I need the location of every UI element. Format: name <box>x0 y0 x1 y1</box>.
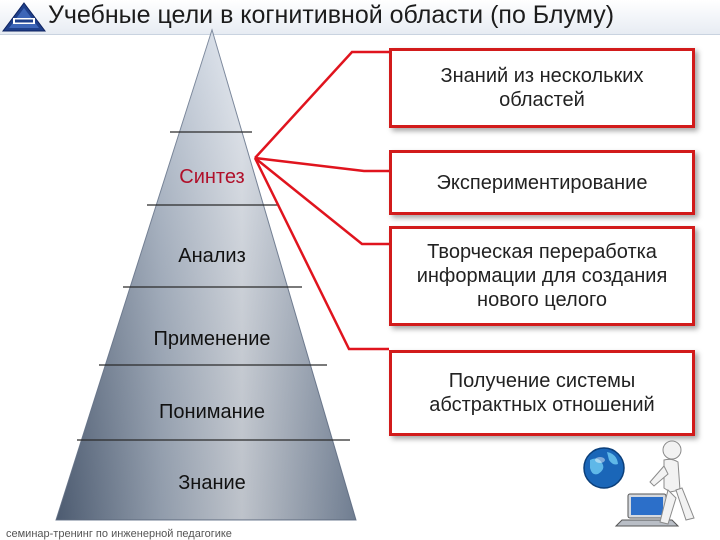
header-bar: Учебные цели в когнитивной области (по Б… <box>0 0 720 35</box>
box-experimentation: Экспериментирование <box>389 150 695 215</box>
connector-line <box>253 157 389 351</box>
person-with-globe-and-laptop-icon <box>583 440 695 527</box>
connector-lines <box>253 50 389 351</box>
connector-line <box>254 50 389 159</box>
footer-caption: семинар-тренинг по инженерной педагогике <box>6 528 232 540</box>
box-creative-processing: Творческая переработка информации для со… <box>389 226 695 326</box>
connector-line <box>254 157 389 246</box>
pyramid-level-comprehension: Понимание <box>159 401 265 423</box>
box-abstract-relations: Получение системы абстрактных отношений <box>389 350 695 436</box>
connector-line <box>254 156 389 173</box>
box-knowledge-from-fields: Знаний из нескольких областей <box>389 48 695 128</box>
pyramid-level-analysis: Анализ <box>178 245 246 267</box>
pyramid-level-application: Применение <box>153 328 271 350</box>
slide-title: Учебные цели в когнитивной области (по Б… <box>48 1 615 29</box>
pyramid-level-knowledge: Знание <box>178 472 246 494</box>
university-logo-icon <box>2 2 46 32</box>
pyramid-level-synthesis: Синтез <box>179 166 245 188</box>
pyramid-shading <box>56 30 356 520</box>
